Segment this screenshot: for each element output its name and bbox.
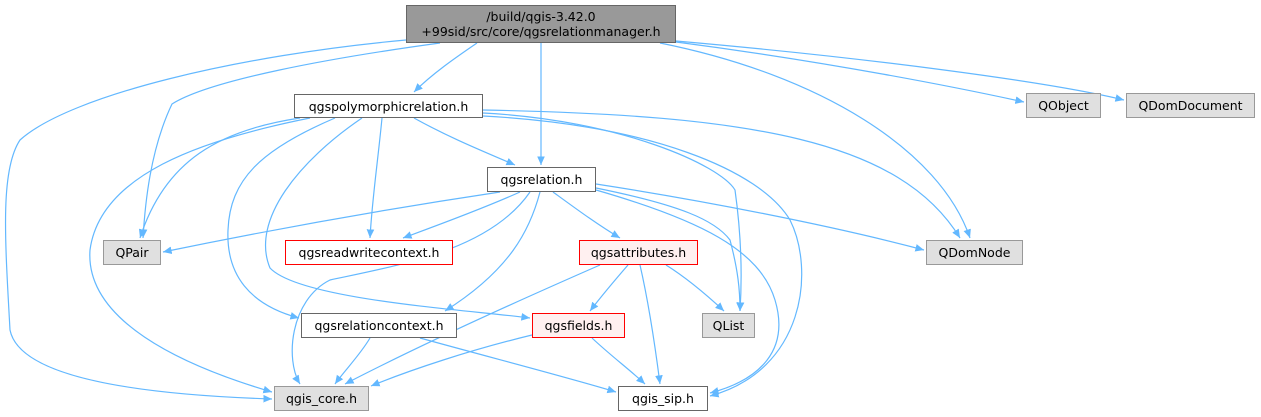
edge-attributes-to-qlist [665,264,725,312]
edge-relationcontext-to-core [334,337,371,385]
edge-layer [4,39,1125,403]
edge-main-to-core [4,39,407,403]
node-qgsfields-h[interactable]: qgsfields.h [532,313,625,338]
edge-polymorphic-to-relationcontext [227,117,336,320]
node-qgspolymorphicrelation-h[interactable]: qgspolymorphicrelation.h [294,94,483,118]
edge-polymorphic-to-core [89,117,311,394]
node-label: QDomDocument [1138,98,1243,113]
node-label: QPair [115,245,149,260]
edge-polymorphic-to-qlist [482,112,745,312]
node-qgsreadwritecontext-h[interactable]: qgsreadwritecontext.h [285,240,453,265]
node-qgsattributes-h[interactable]: qgsattributes.h [579,240,698,265]
edge-relation-to-qpair [162,191,501,255]
edge-relationcontext-to-sip [419,337,617,394]
node-qgsrelationmanager-h[interactable]: /build/qgis-3.42.0 +99sid/src/core/qgsre… [406,5,676,43]
edge-main-to-qdomnode [659,42,971,239]
node-label: qgspolymorphicrelation.h [308,98,469,114]
edge-polymorphic-to-sip [482,115,803,398]
node-qdomdocument[interactable]: QDomDocument [1126,93,1255,118]
node-label-line1: /build/qgis-3.42.0 [486,9,596,24]
node-label-line2: +99sid/src/core/qgsrelationmanager.h [421,24,661,39]
node-qpair[interactable]: QPair [103,240,161,265]
node-qgsrelation-h[interactable]: qgsrelation.h [487,167,596,192]
edge-relation-to-core [291,191,531,385]
edge-polymorphic-to-qdomnode [482,109,961,239]
node-label: QDomNode [938,245,1011,260]
node-label: qgsrelation.h [500,172,583,187]
node-qobject[interactable]: QObject [1026,93,1101,118]
node-qdomnode[interactable]: QDomNode [926,240,1023,265]
node-qgis-sip-h[interactable]: qgis_sip.h [618,386,708,411]
edge-relation-to-sip [595,189,780,395]
edge-attributes-to-fields [589,264,629,312]
node-label: QObject [1038,98,1089,113]
edge-fields-to-sip [591,337,646,385]
edge-polymorphic-to-readwritecontext [366,117,383,239]
node-label: qgsattributes.h [590,245,687,260]
node-label: qgis_core.h [285,391,358,406]
edge-attributes-to-core [344,264,601,385]
node-label: qgsrelationcontext.h [314,318,444,333]
edge-main-to-qdomdocument [675,40,1125,102]
node-label: QList [712,318,745,333]
edge-fields-to-core [370,334,533,387]
node-qgsrelationcontext-h[interactable]: qgsrelationcontext.h [301,313,457,338]
edge-relation-to-relationcontext [444,191,541,312]
edge-polymorphic-to-relation [413,117,516,166]
edge-relation-to-readwritecontext [402,191,521,239]
edge-relation-to-qlist [595,187,744,312]
edge-polymorphic-to-fields [264,117,531,321]
edge-main-to-polymorphic [413,42,478,93]
node-label: qgis_sip.h [632,391,694,406]
node-label: qgsreadwritecontext.h [298,245,440,260]
edge-polymorphic-to-qpair [138,117,301,239]
edge-attributes-to-sip [639,264,663,385]
edge-relation-to-qdomnode [595,183,925,252]
edge-main-to-qpair [139,42,441,239]
edge-main-to-qobject [675,41,1025,104]
node-qlist[interactable]: QList [702,313,755,338]
node-qgis-core-h[interactable]: qgis_core.h [274,386,369,411]
edge-relation-to-attributes [552,191,621,239]
node-label: qgsfields.h [544,318,613,333]
